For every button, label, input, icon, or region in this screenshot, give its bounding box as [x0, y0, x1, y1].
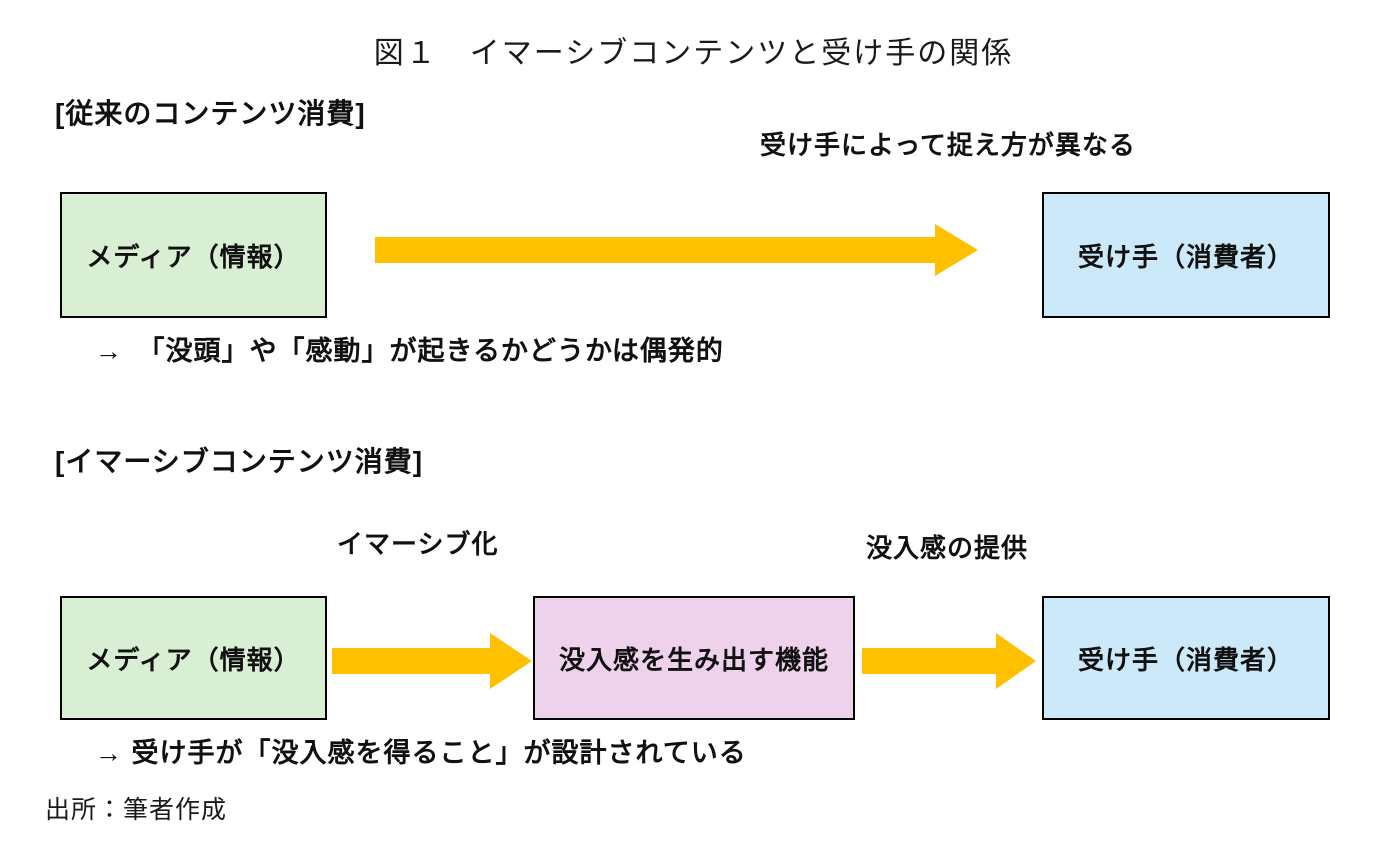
section-conventional-header: [従来のコンテンツ消費]	[55, 98, 366, 129]
receiver-box-conventional: 受け手（消費者）	[1042, 192, 1330, 318]
immersion-function-box: 没入感を生み出す機能	[533, 596, 855, 720]
media-box-immersive-label: メディア（情報）	[86, 644, 301, 675]
receiver-box-immersive: 受け手（消費者）	[1042, 596, 1330, 720]
annotation-interpretation-varies: 受け手によって捉え方が異なる	[760, 130, 1136, 160]
arrow-label-immersion-provide: 没入感の提供	[866, 533, 1029, 563]
media-box-immersive: メディア（情報）	[60, 596, 327, 720]
arrow-label-immersify: イマーシブ化	[337, 529, 499, 559]
immersion-function-box-label: 没入感を生み出す機能	[558, 644, 829, 675]
flow-arrow-media-to-receiver-shape	[375, 224, 978, 276]
flow-arrow-media-to-receiver	[375, 224, 978, 276]
note-conventional: → 「没頭」や「感動」が起きるかどうかは偶発的	[95, 336, 724, 366]
flow-arrow-function-to-receiver-shape	[862, 633, 1036, 689]
section-immersive-header: [イマーシブコンテンツ消費]	[55, 446, 424, 477]
note-immersive: → 受け手が「没入感を得ること」が設計されている	[95, 738, 747, 768]
receiver-box-conventional-label: 受け手（消費者）	[1077, 241, 1294, 272]
flow-arrow-media-to-function	[332, 633, 532, 689]
media-box-conventional: メディア（情報）	[60, 192, 327, 318]
receiver-box-immersive-label: 受け手（消費者）	[1077, 644, 1294, 675]
figure-title: 図１ イマーシブコンテンツと受け手の関係	[373, 37, 1014, 70]
flow-arrow-function-to-receiver	[862, 633, 1036, 689]
flow-arrow-media-to-function-shape	[332, 633, 532, 689]
media-box-conventional-label: メディア（情報）	[86, 241, 301, 272]
source-caption: 出所：筆者作成	[45, 797, 228, 824]
